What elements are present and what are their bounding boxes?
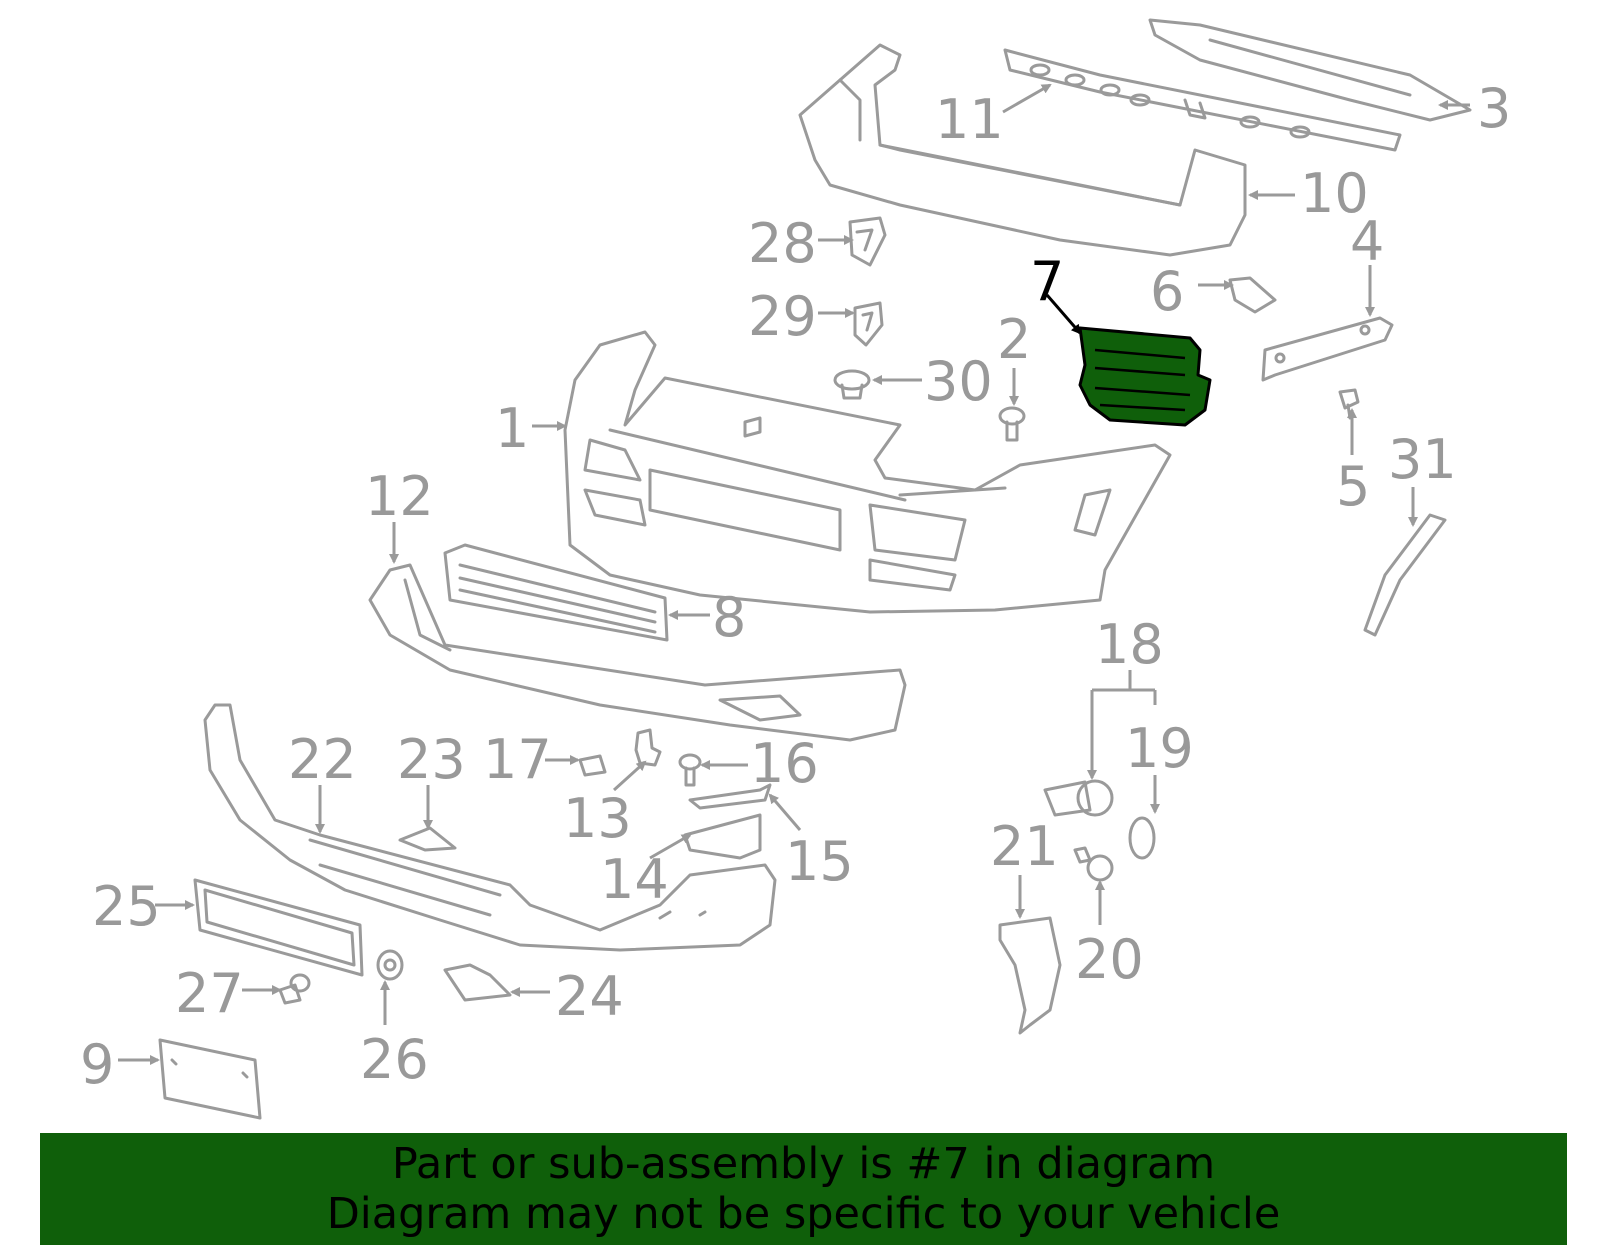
callout-30: 30 [924, 350, 993, 413]
part-25-shape [193, 878, 364, 977]
callout-12: 12 [365, 465, 434, 528]
part-13-shape [634, 728, 662, 767]
part-27-shape [278, 973, 311, 1005]
callout-labels: 3 11 10 4 28 7 6 29 2 30 1 31 5 12 8 18 … [80, 77, 1511, 1096]
callout-13: 13 [563, 787, 632, 850]
part-4-shape [1261, 316, 1394, 382]
callout-2: 2 [997, 308, 1031, 371]
callout-6: 6 [1150, 260, 1184, 323]
callout-11: 11 [935, 88, 1004, 151]
part-29-shape [853, 301, 884, 347]
callout-8: 8 [712, 586, 746, 649]
callout-19: 19 [1125, 717, 1194, 780]
callout-3: 3 [1477, 77, 1511, 140]
callout-1: 1 [495, 397, 529, 460]
callout-26: 26 [360, 1028, 429, 1091]
callout-27: 27 [175, 962, 244, 1025]
callout-22: 22 [288, 728, 357, 791]
part-15-shape [688, 783, 772, 810]
part-20-shape [1073, 846, 1114, 882]
callout-28: 28 [748, 212, 817, 275]
part-28-shape [848, 216, 887, 267]
part-23-shape [398, 826, 457, 852]
callout-20: 20 [1075, 928, 1144, 991]
part-31-shape [1363, 513, 1447, 637]
callout-24: 24 [555, 965, 624, 1028]
leader-lines [118, 83, 1470, 1065]
part-11-shape [1003, 48, 1402, 152]
callout-23: 23 [397, 728, 466, 791]
part-7-shape [1078, 326, 1212, 427]
part-24-shape [443, 963, 512, 1002]
part-10-shape [798, 43, 1247, 257]
callout-18: 18 [1095, 613, 1164, 676]
part-3-shape [1148, 18, 1472, 122]
part-6-shape [1228, 276, 1277, 314]
banner-line-disclaimer: Diagram may not be specific to your vehi… [326, 1189, 1281, 1239]
callout-14: 14 [600, 848, 669, 911]
part-2-shape [998, 406, 1026, 442]
info-banner: Part or sub-assembly is #7 in diagram Di… [40, 1133, 1567, 1245]
part-19-shape [1128, 816, 1156, 860]
callout-4: 4 [1350, 210, 1384, 273]
part-9-shape [158, 1038, 262, 1120]
part-1-shape [563, 330, 1172, 614]
callout-5: 5 [1336, 455, 1370, 518]
part-22-shape [203, 703, 777, 952]
callout-17: 17 [483, 728, 552, 791]
part-18-shape [1043, 779, 1114, 817]
part-21-shape [998, 916, 1062, 1035]
part-16-shape [678, 753, 702, 787]
callout-21: 21 [990, 815, 1059, 878]
callout-15: 15 [785, 830, 854, 893]
part-8-shape [443, 543, 669, 642]
callout-10: 10 [1300, 162, 1369, 225]
part-17-shape [578, 754, 607, 777]
callout-25: 25 [92, 875, 161, 938]
part-26-shape [376, 949, 404, 981]
callout-7: 7 [1030, 250, 1064, 313]
part-30-shape [833, 369, 871, 400]
part-5-shape [1338, 388, 1360, 420]
banner-line-part: Part or sub-assembly is #7 in diagram [391, 1139, 1216, 1189]
callout-29: 29 [748, 285, 817, 348]
callout-31: 31 [1388, 428, 1457, 491]
callout-9: 9 [80, 1033, 114, 1096]
part-12-shape [368, 563, 907, 742]
part-14-shape [683, 813, 762, 860]
callout-16: 16 [750, 732, 819, 795]
